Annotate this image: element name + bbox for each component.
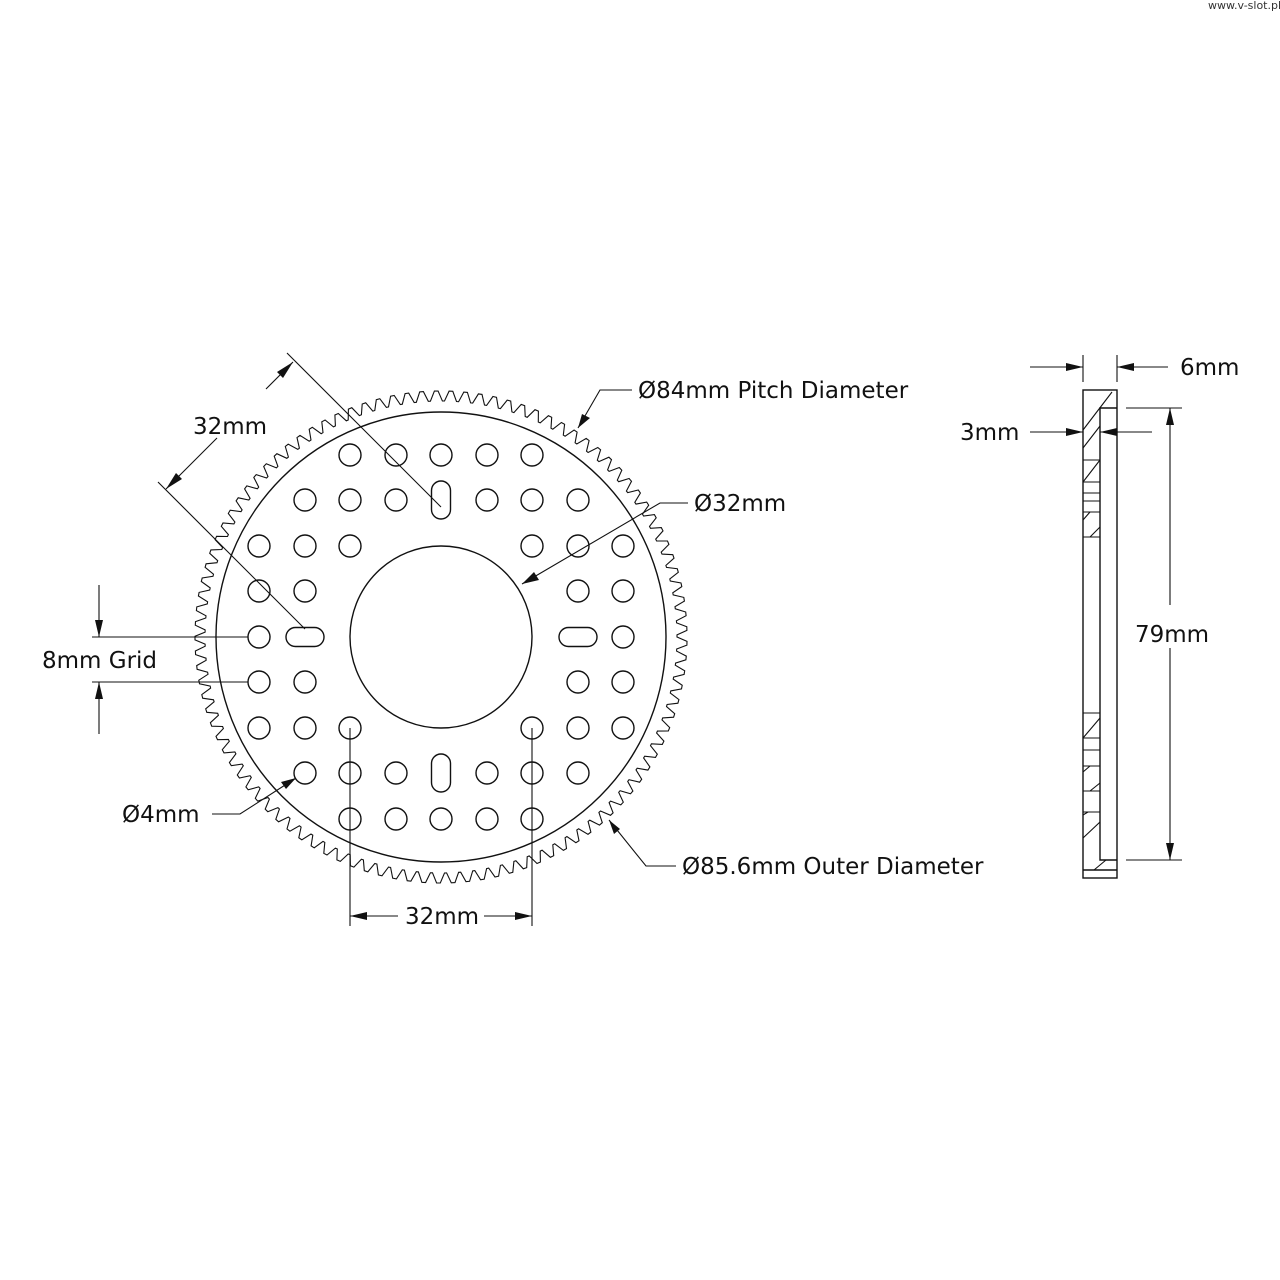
- mounting-hole: [611, 670, 635, 694]
- gear-side-view: 6mm 3mm 79mm: [960, 355, 1239, 879]
- mounting-hole: [247, 670, 271, 694]
- mounting-hole: [247, 716, 271, 740]
- mounting-hole: [384, 807, 408, 831]
- mounting-hole: [293, 488, 317, 512]
- mounting-hole: [520, 488, 544, 512]
- mounting-hole: [475, 761, 499, 785]
- mounting-hole: [293, 716, 317, 740]
- bore-leader: [521, 502, 688, 585]
- outer-diameter-label: Ø85.6mm Outer Diameter: [682, 854, 984, 880]
- pitch-leader: [577, 389, 632, 429]
- grid-label: 8mm Grid: [42, 648, 157, 674]
- hole-label: Ø4mm: [122, 802, 200, 828]
- center-bore: [349, 545, 533, 729]
- hole-leader: [212, 777, 297, 815]
- watermark: www.v-slot.pl: [1208, 0, 1280, 12]
- mounting-hole: [338, 488, 362, 512]
- mounting-hole: [247, 579, 271, 603]
- arrowhead: [281, 778, 296, 789]
- slot-hole: [285, 626, 325, 648]
- mounting-hole: [566, 761, 590, 785]
- mounting-hole: [566, 488, 590, 512]
- mounting-hole: [338, 443, 362, 467]
- pitch-diameter-label: Ø84mm Pitch Diameter: [638, 378, 909, 404]
- mounting-hole: [611, 625, 635, 649]
- mounting-hole: [247, 625, 271, 649]
- step-label: 3mm: [960, 420, 1019, 446]
- mounting-hole: [566, 579, 590, 603]
- mounting-hole: [429, 443, 453, 467]
- mounting-hole: [293, 670, 317, 694]
- hole-grid: [247, 443, 635, 831]
- mounting-hole: [247, 534, 271, 558]
- horizontal-32-label: 32mm: [405, 904, 479, 930]
- mounting-hole: [384, 761, 408, 785]
- gear-root-circle: [215, 411, 667, 863]
- mounting-hole: [611, 579, 635, 603]
- slot-hole: [558, 626, 598, 648]
- diagonal-32-label: 32mm: [193, 414, 267, 440]
- mounting-hole: [384, 488, 408, 512]
- mounting-hole: [384, 443, 408, 467]
- mounting-hole: [475, 488, 499, 512]
- bore-label: Ø32mm: [694, 491, 786, 517]
- gear-front-view: [194, 390, 688, 884]
- slot-hole: [430, 753, 452, 793]
- slot-hole: [430, 480, 452, 520]
- mounting-hole: [566, 534, 590, 558]
- mounting-hole: [475, 807, 499, 831]
- thickness-label: 6mm: [1180, 355, 1239, 381]
- dimensions: Ø84mm Pitch Diameter Ø32mm Ø85.6mm Outer…: [42, 352, 984, 930]
- mounting-hole: [566, 716, 590, 740]
- mounting-hole: [520, 443, 544, 467]
- arrowhead: [578, 414, 590, 428]
- mounting-hole: [293, 534, 317, 558]
- mounting-hole: [611, 716, 635, 740]
- outer-leader: [608, 819, 676, 867]
- height-label: 79mm: [1135, 622, 1209, 648]
- arrowhead: [522, 572, 539, 584]
- mounting-hole: [429, 807, 453, 831]
- mounting-hole: [566, 670, 590, 694]
- mounting-hole: [293, 761, 317, 785]
- mounting-hole: [520, 534, 544, 558]
- mounting-hole: [293, 579, 317, 603]
- gear-teeth: [194, 390, 688, 884]
- mounting-hole: [611, 534, 635, 558]
- arrowhead: [609, 820, 620, 834]
- mounting-hole: [475, 443, 499, 467]
- mounting-hole: [338, 534, 362, 558]
